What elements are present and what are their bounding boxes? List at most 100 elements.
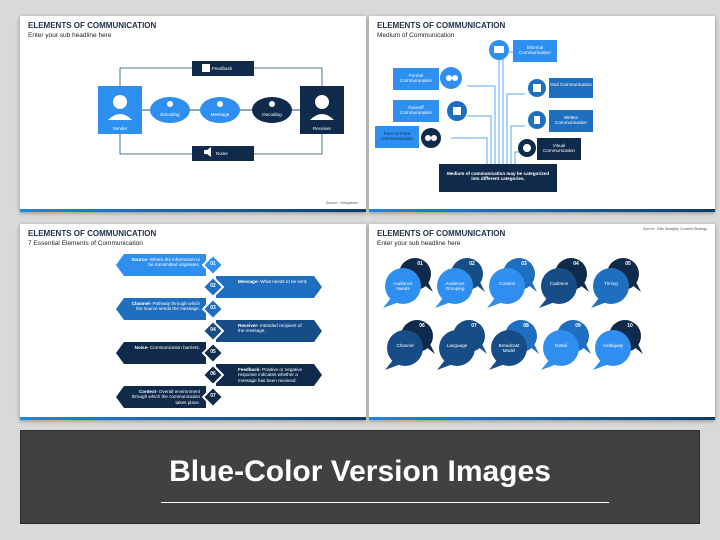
bubble-number: 06	[419, 323, 425, 329]
slide-subtitle: Medium of Communication	[377, 32, 455, 39]
element-number: 03	[210, 305, 216, 311]
element-number: 04	[210, 327, 216, 333]
encoding-label: Encoding	[160, 112, 180, 117]
bubble-label: Language	[446, 343, 468, 348]
element-number: 05	[210, 349, 216, 355]
element-number: 06	[210, 371, 216, 377]
element-head: Message-	[238, 279, 259, 284]
bubble-front	[439, 330, 475, 366]
faceoff-label: Faceoff Communication	[400, 105, 432, 116]
bubble-number: 05	[625, 261, 631, 267]
bubble-front	[437, 268, 473, 304]
arrow-shape	[116, 386, 206, 408]
face-to-face-label: Face to Face Communication	[381, 131, 413, 142]
bubble-front	[491, 330, 527, 366]
element-text: Intended recipient of the message.	[238, 323, 302, 334]
receiver-label: Receiver	[312, 126, 332, 131]
slide-elements-flow[interactable]: ELEMENTS OF COMMUNICATION Enter your sub…	[20, 16, 366, 212]
sender-box	[98, 86, 142, 134]
oral-label: Oral Communication	[550, 82, 592, 87]
speech-bubble	[437, 320, 487, 370]
element-description: Feedback- Positive or negative response …	[238, 367, 308, 383]
written-label: Written Communication	[555, 115, 587, 126]
footer-bar	[20, 417, 366, 420]
bubble-front	[595, 330, 631, 366]
slide-title: ELEMENTS OF COMMUNICATION	[377, 229, 506, 238]
element-number: 02	[210, 283, 216, 289]
element-head: Context-	[138, 389, 158, 394]
noise-label: Noise	[216, 151, 228, 156]
slide-medium[interactable]: ELEMENTS OF COMMUNICATION Medium of Comm…	[369, 16, 715, 212]
speech-bubble	[383, 258, 433, 308]
bubble-label: Timing	[604, 281, 618, 286]
footer-bar	[20, 209, 366, 212]
bubble-label: Cadence	[549, 281, 569, 286]
bubble-front	[541, 268, 577, 304]
slide-title: ELEMENTS OF COMMUNICATION	[28, 21, 157, 30]
slide-speech-bubbles[interactable]: ELEMENTS OF COMMUNICATION Enter your sub…	[369, 224, 715, 420]
element-head: Receiver-	[238, 323, 259, 328]
bubble-front	[543, 330, 579, 366]
sender-label: Sender	[112, 126, 128, 131]
source-note: Source : Getuplearn	[325, 201, 358, 205]
bubble-front	[385, 268, 421, 304]
informal-label: Informal Communication	[519, 45, 551, 56]
feedback-label: Feedback	[212, 66, 233, 71]
version-banner: Blue-Color Version Images	[20, 430, 700, 524]
element-number: 01	[210, 261, 216, 267]
element-number: 07	[210, 393, 216, 399]
message-label: Message	[210, 112, 230, 117]
bubble-number: 03	[521, 261, 527, 267]
speech-bubble	[539, 258, 589, 308]
bubble-label: Context	[499, 281, 515, 286]
element-description: Receiver- Intended recipient of the mess…	[238, 323, 308, 334]
speech-bubble	[593, 320, 643, 370]
footer-bar	[369, 417, 715, 420]
bubble-number: 09	[575, 323, 581, 329]
bubble-label: Audience Needs	[393, 281, 413, 292]
banner-title: Blue-Color Version Images	[169, 455, 551, 488]
element-description: Channel- Pathway through which the sourc…	[130, 301, 200, 312]
number-diamond	[204, 388, 222, 406]
speech-bubble	[541, 320, 591, 370]
bubble-grid	[383, 258, 643, 370]
slide-seven-elements[interactable]: ELEMENTS OF COMMUNICATION 7 Essential El…	[20, 224, 366, 420]
speech-bubble	[591, 258, 641, 308]
speech-bubble	[487, 258, 537, 308]
bubble-number: 02	[469, 261, 475, 267]
arrow-shape	[216, 276, 322, 298]
slide-subtitle: Enter your sub headline here	[28, 32, 112, 39]
speech-bubble	[435, 258, 485, 308]
bubble-number: 04	[573, 261, 579, 267]
bubble-front	[593, 268, 629, 304]
slide-title: ELEMENTS OF COMMUNICATION	[377, 21, 506, 30]
arrow-shape	[116, 254, 206, 276]
source-note: Source : Ellis Straighty Content Strateg…	[642, 227, 707, 231]
decoding-label: Decoding	[262, 112, 282, 117]
element-description: Source- Where the information to be tran…	[130, 257, 200, 268]
flow-diagram	[98, 61, 344, 161]
bubble-label: Ambiguity	[602, 343, 624, 348]
bubble-front	[387, 330, 423, 366]
medium-summary: Medium of communication may be categoriz…	[446, 171, 550, 182]
element-description: Context- Overall environment through whi…	[130, 389, 200, 405]
slide-subtitle: 7 Essential Elements of Communication	[28, 240, 143, 247]
arrow-shape	[216, 320, 322, 342]
number-diamond	[204, 366, 222, 384]
element-text: Positive or negative response indicates …	[238, 367, 303, 383]
bubble-number: 07	[471, 323, 477, 329]
arrow-shape	[116, 298, 206, 320]
bubble-label: Audience Grouping	[445, 281, 465, 292]
banner-underline	[161, 502, 609, 503]
receiver-box	[300, 86, 344, 134]
bubble-number: 08	[523, 323, 529, 329]
element-head: Noise-	[134, 345, 149, 350]
arrow-shape	[116, 342, 206, 364]
element-description: Noise- Communication barriers.	[130, 345, 200, 350]
bubble-label: Detail	[555, 343, 567, 348]
bubble-front	[489, 268, 525, 304]
element-text: Where the information to be transmitted …	[148, 257, 200, 268]
slide-title: ELEMENTS OF COMMUNICATION	[28, 229, 157, 238]
seven-elements-arrows	[116, 253, 322, 409]
